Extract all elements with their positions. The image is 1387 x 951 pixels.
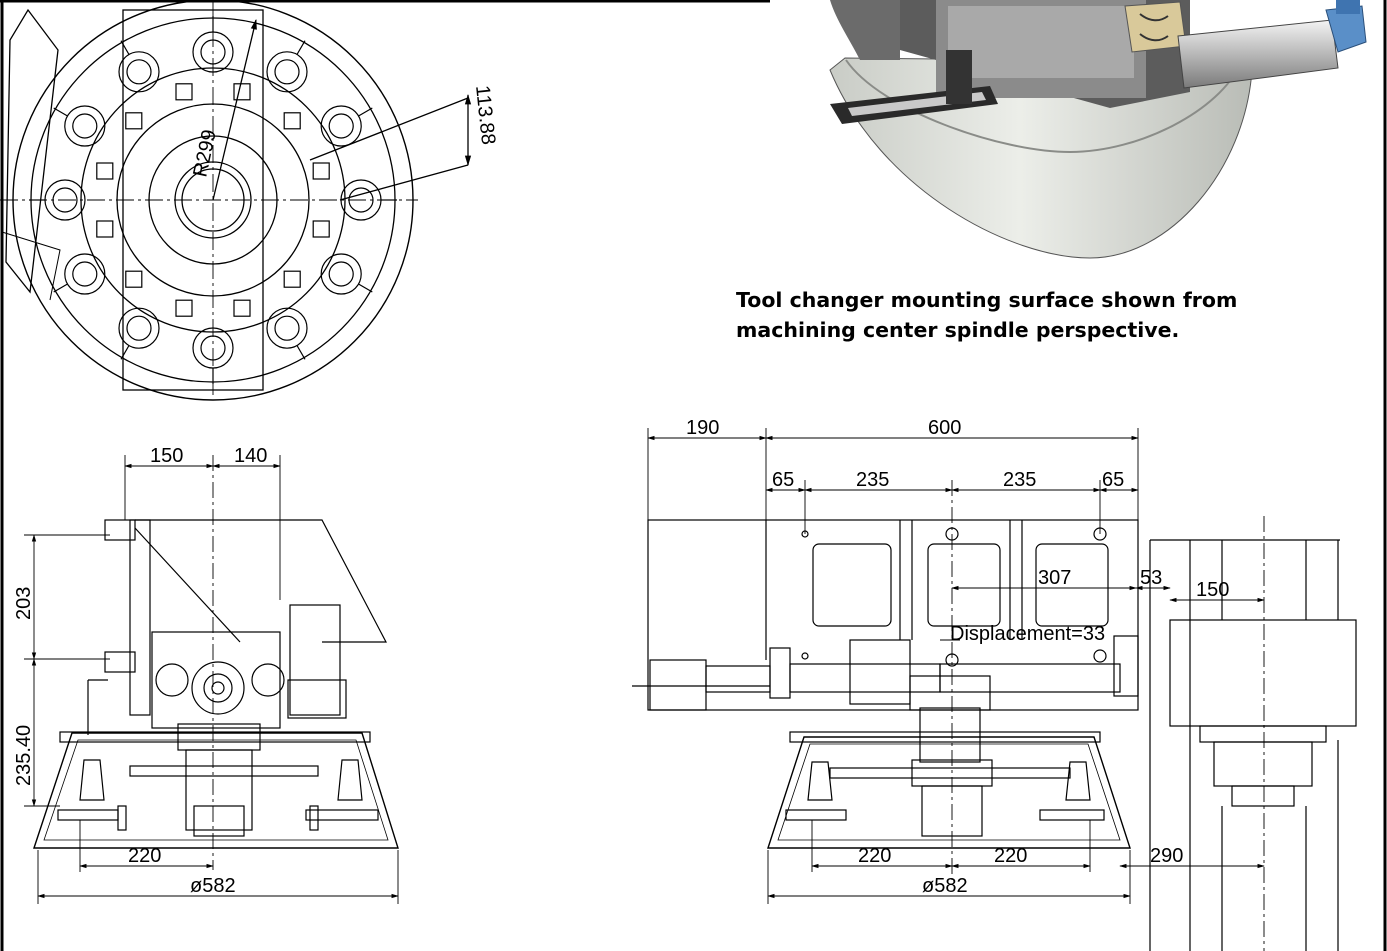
pocket-finger [358,107,373,117]
gripper-block [175,299,193,317]
top-view-drawing [0,0,472,401]
pocket-finger [53,107,68,117]
side-width-right: 140 [234,445,267,467]
tool-pocket-bore [200,39,226,65]
front-view-dimensions [647,428,1265,904]
photo-caption-line-1: Tool changer mounting surface shown from [736,288,1237,312]
tool-pocket [266,51,308,93]
pocket-finger [358,283,373,293]
front-span-right: 235 [1003,469,1036,491]
tool-pocket [320,105,362,147]
front-spindle-clearance: 290 [1150,845,1183,867]
tool-pocket-bore [348,187,374,213]
tool-pocket-bore [126,315,152,341]
tool-pocket-bore [328,261,354,287]
front-overhang: 190 [686,417,719,439]
side-base-half: 220 [128,845,161,867]
gripper-block [233,299,251,317]
pocket-finger [53,283,68,293]
front-base-half-left: 220 [858,845,891,867]
tool-pocket-bore [200,335,226,361]
front-base-diameter: ø582 [922,875,968,897]
gripper-block [125,270,143,288]
side-view-drawing [33,519,399,849]
tool-pocket [118,51,160,93]
front-edge-right: 65 [1102,469,1124,491]
tool-pocket-bore [72,113,98,139]
front-spindle-offset: 150 [1196,579,1229,601]
tool-pocket-bore [52,187,78,213]
tool-pocket [320,253,362,295]
tool-pocket [64,253,106,295]
tool-pockets [29,16,397,384]
front-gap: 53 [1140,567,1162,589]
tool-pocket-bore [126,59,152,85]
gripper-block [283,270,301,288]
tool-pocket-bore [72,261,98,287]
front-arm-reach: 307 [1038,567,1071,589]
pocket-finger [120,40,130,55]
tool-pocket-bore [274,59,300,85]
front-displacement: Displacement=33 [950,623,1105,645]
front-span-left: 235 [856,469,889,491]
pocket-finger [296,345,306,360]
front-edge-left: 65 [772,469,794,491]
side-view-dimensions [24,455,399,904]
gripper-block [283,112,301,130]
front-overall-width: 600 [928,417,961,439]
tool-pocket [266,307,308,349]
tool-pocket-bore [274,315,300,341]
top-radius-label: R299 [189,128,220,179]
gripper-block [312,220,330,238]
top-offset-label: 113.88 [471,84,499,146]
pocket-finger [120,345,130,360]
front-base-half-right: 220 [994,845,1027,867]
gripper-block [233,83,251,101]
tool-pocket [118,307,160,349]
tool-changer-photo [790,0,1370,259]
side-height-lower: 235.40 [13,725,35,786]
gripper-block [312,162,330,180]
gripper-block [96,162,114,180]
side-width-left: 150 [150,445,183,467]
gripper-block [125,112,143,130]
tool-pocket [64,105,106,147]
spindle-side-view [1149,516,1357,951]
gripper-block [96,220,114,238]
gripper-block [175,83,193,101]
pocket-finger [296,40,306,55]
photo-caption-line-2: machining center spindle perspective. [736,318,1179,342]
side-height-upper: 203 [13,587,35,620]
tool-pocket-bore [328,113,354,139]
side-base-diameter: ø582 [190,875,236,897]
